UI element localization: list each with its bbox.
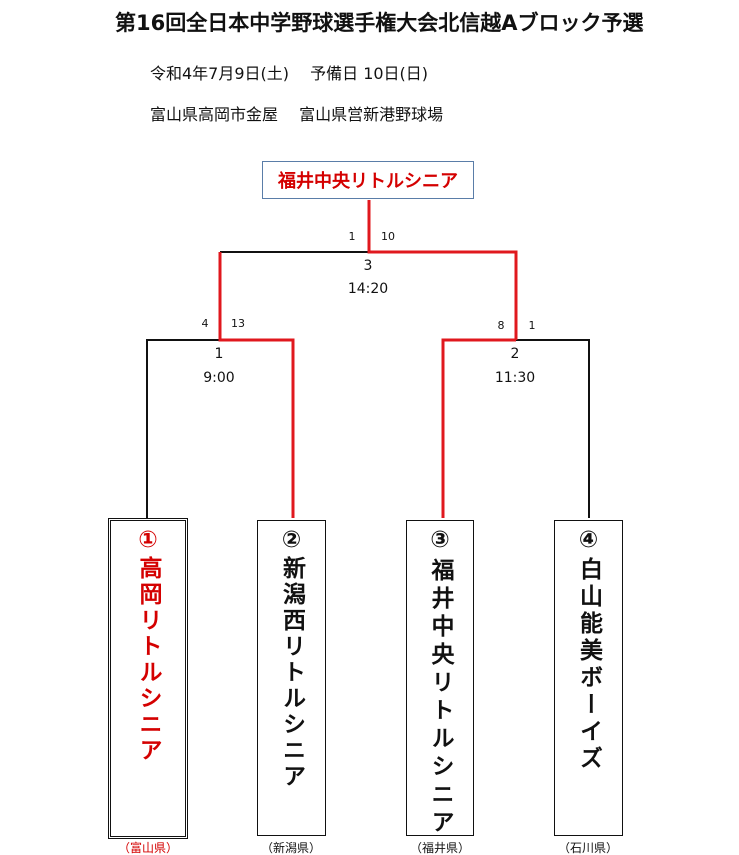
semi1-left-line xyxy=(146,339,220,518)
champion-line xyxy=(367,200,518,340)
page-title: 第16回全日本中学野球選手権大会北信越Aブロック予選 xyxy=(115,11,644,35)
game1-score-left: 4 xyxy=(201,317,209,330)
team-box-1: ①高岡リトルシニア xyxy=(108,518,188,839)
game3-time: 14:20 xyxy=(347,281,389,297)
team-prefecture-2: （新潟県） xyxy=(260,841,322,855)
team-prefecture-1: （富山県） xyxy=(117,841,179,855)
venue-info: 富山県高岡市金屋 富山県営新港野球場 xyxy=(150,105,444,124)
final-winner-path-left xyxy=(218,252,295,518)
game1-score-right: 13 xyxy=(231,317,245,330)
team-prefecture-4: （石川県） xyxy=(557,841,619,855)
game3-number: 3 xyxy=(363,258,373,274)
game2-score-left: 8 xyxy=(497,319,505,332)
team-box-2: ②新潟西リトルシニア xyxy=(257,520,326,836)
team-box-4: ④白山能美ボーイズ xyxy=(554,520,623,836)
game1-number: 1 xyxy=(214,346,224,362)
team-name: ①高岡リトルシニア xyxy=(135,527,161,764)
game2-time: 11:30 xyxy=(494,370,536,386)
team-prefecture-3: （福井県） xyxy=(409,841,471,855)
champion-box: 福井中央リトルシニア xyxy=(262,161,474,199)
team-name: ④白山能美ボーイズ xyxy=(575,527,602,773)
semi2-winner-line xyxy=(441,338,516,518)
game3-score-left: 1 xyxy=(348,230,356,243)
game2-score-right: 1 xyxy=(528,319,536,332)
game3-score-right: 10 xyxy=(381,230,395,243)
team-name: ②新潟西リトルシニア xyxy=(278,527,305,790)
team-name: ③福井中央リトルシニア xyxy=(427,527,453,838)
game1-time: 9:00 xyxy=(203,370,235,386)
semi2-right-line xyxy=(516,339,590,518)
team-box-3: ③福井中央リトルシニア xyxy=(406,520,474,838)
game2-number: 2 xyxy=(510,346,520,362)
date-info: 令和4年7月9日(土) 予備日 10日(日) xyxy=(150,64,429,83)
